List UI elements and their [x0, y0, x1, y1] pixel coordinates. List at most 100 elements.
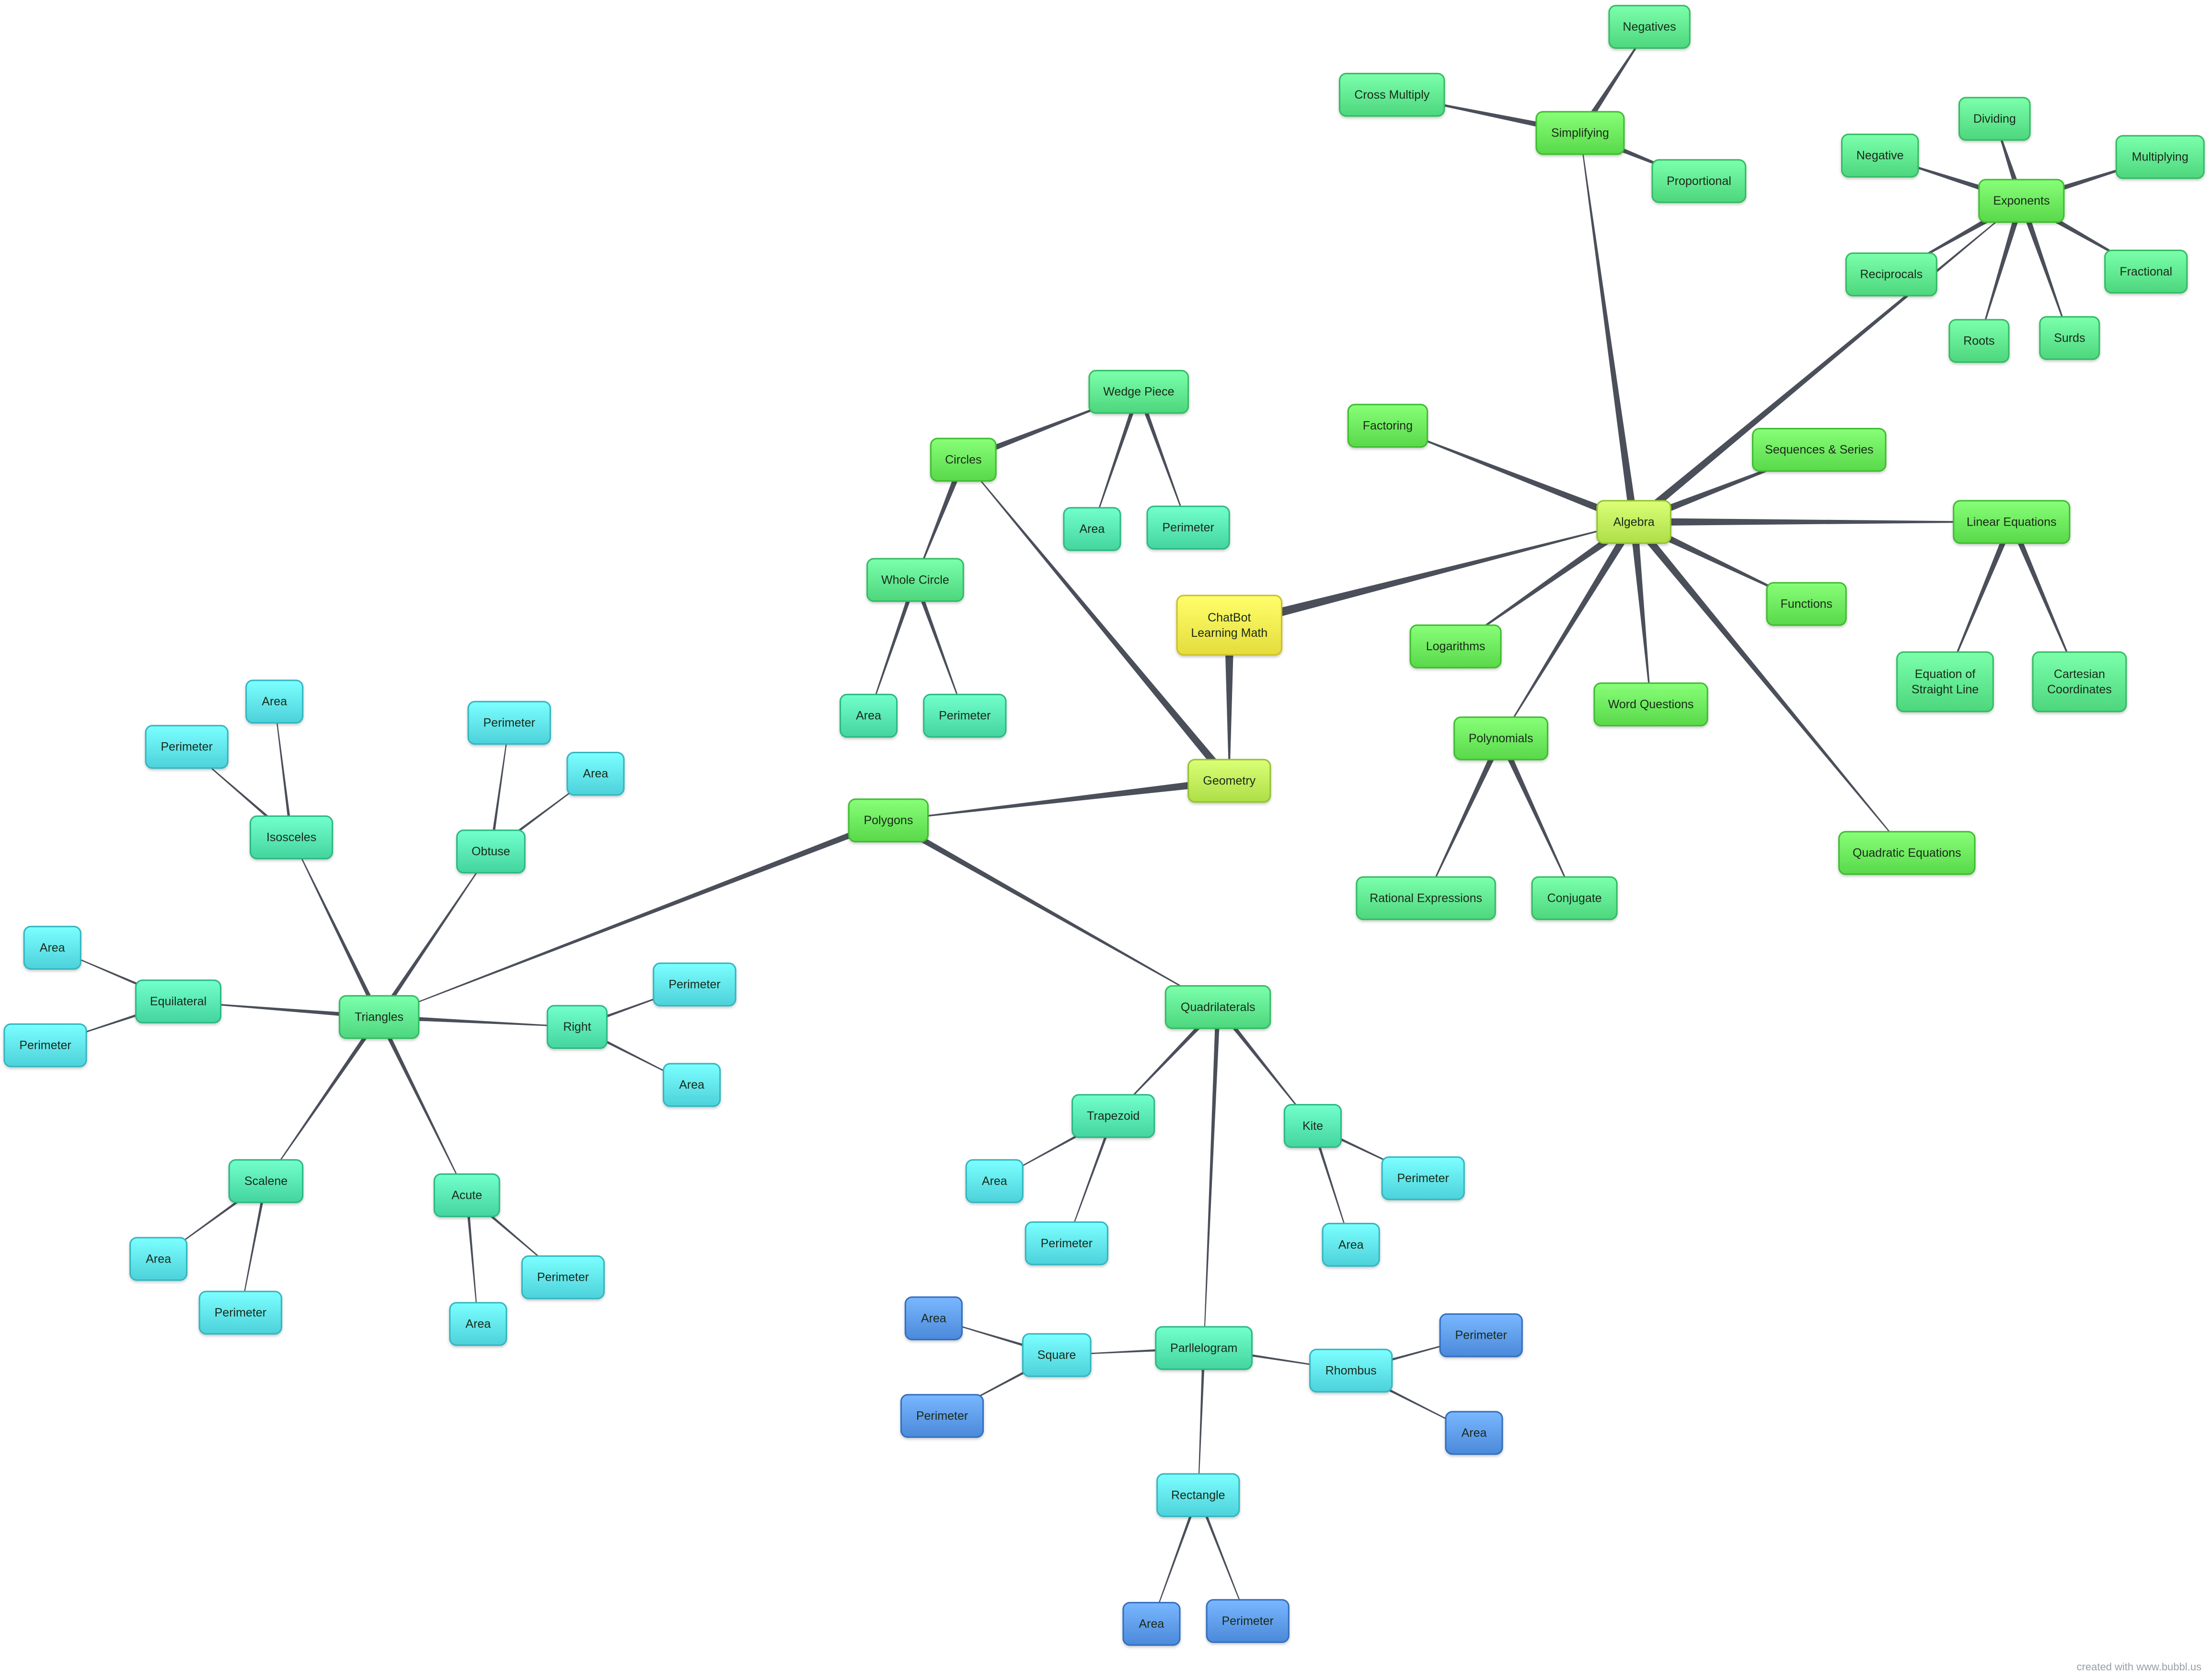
node-box[interactable] — [1651, 159, 1747, 203]
node-wordq[interactable]: Word Questions — [1593, 682, 1708, 726]
node-reciprocals[interactable]: Reciprocals — [1845, 252, 1937, 297]
node-box[interactable] — [1766, 582, 1847, 626]
node-rh-perim[interactable]: Perimeter — [1439, 1313, 1523, 1357]
node-box[interactable] — [1453, 716, 1548, 760]
node-box[interactable] — [904, 1296, 963, 1341]
node-kite-perim[interactable]: Perimeter — [1381, 1156, 1465, 1200]
node-box[interactable] — [1156, 1473, 1240, 1518]
node-right-area[interactable]: Area — [663, 1063, 721, 1107]
node-dividing[interactable]: Dividing — [1959, 97, 2031, 141]
node-rect-perim[interactable]: Perimeter — [1206, 1599, 1290, 1643]
node-box[interactable] — [1535, 111, 1625, 155]
node-box[interactable] — [848, 798, 929, 843]
node-whole[interactable]: Whole Circle — [866, 558, 964, 602]
node-right[interactable]: Right — [546, 1005, 608, 1049]
node-box[interactable] — [1088, 369, 1189, 414]
node-box[interactable] — [1896, 651, 1994, 713]
node-sq-area[interactable]: Area — [904, 1296, 963, 1341]
node-box[interactable] — [1841, 133, 1919, 178]
node-box[interactable] — [433, 1173, 500, 1218]
node-polynomials[interactable]: Polynomials — [1453, 716, 1548, 760]
node-sq-perim[interactable]: Perimeter — [900, 1394, 984, 1438]
node-box[interactable] — [1025, 1221, 1108, 1265]
node-right-perim[interactable]: Perimeter — [653, 962, 737, 1007]
node-logarithms[interactable]: Logarithms — [1409, 624, 1502, 668]
node-parallelogram[interactable]: Parllelogram — [1155, 1326, 1253, 1370]
node-box[interactable] — [1838, 831, 1976, 875]
node-box[interactable] — [135, 979, 221, 1024]
node-rect-area[interactable]: Area — [1122, 1602, 1181, 1646]
node-acute[interactable]: Acute — [433, 1173, 500, 1218]
node-box[interactable] — [1439, 1313, 1523, 1357]
node-box[interactable] — [1845, 252, 1937, 297]
node-box[interactable] — [1283, 1104, 1342, 1148]
node-trap-perim[interactable]: Perimeter — [1025, 1221, 1108, 1265]
node-square[interactable]: Square — [1022, 1333, 1092, 1377]
node-box[interactable] — [129, 1237, 188, 1281]
node-fractional[interactable]: Fractional — [2104, 250, 2188, 294]
node-whole-area[interactable]: Area — [840, 693, 898, 738]
node-obt-perim[interactable]: Perimeter — [467, 701, 551, 745]
node-box[interactable] — [1959, 97, 2031, 141]
node-box[interactable] — [1347, 403, 1429, 448]
node-box[interactable] — [2032, 651, 2127, 713]
node-isosceles[interactable]: Isosceles — [250, 815, 334, 860]
node-negative[interactable]: Negative — [1841, 133, 1919, 178]
node-box[interactable] — [245, 679, 304, 724]
node-box[interactable] — [250, 815, 334, 860]
node-box[interactable] — [3, 1023, 87, 1068]
node-trapezoid[interactable]: Trapezoid — [1071, 1094, 1155, 1138]
node-wedge-area[interactable]: Area — [1063, 507, 1121, 551]
node-box[interactable] — [965, 1159, 1024, 1203]
node-box[interactable] — [2104, 250, 2188, 294]
node-linear[interactable]: Linear Equations — [1953, 500, 2071, 544]
node-box[interactable] — [467, 701, 551, 745]
node-exponents[interactable]: Exponents — [1978, 179, 2065, 223]
node-box[interactable] — [1531, 876, 1618, 920]
node-box[interactable] — [1071, 1094, 1155, 1138]
node-simplifying[interactable]: Simplifying — [1535, 111, 1625, 155]
node-box[interactable] — [1322, 1223, 1380, 1267]
node-quadratic[interactable]: Quadratic Equations — [1838, 831, 1976, 875]
node-box[interactable] — [1445, 1411, 1503, 1455]
node-equ-perim[interactable]: Perimeter — [3, 1023, 87, 1068]
node-sca-area[interactable]: Area — [129, 1237, 188, 1281]
node-crossmultiply[interactable]: Cross Multiply — [1339, 73, 1445, 117]
node-box[interactable] — [866, 558, 964, 602]
node-multiplying[interactable]: Multiplying — [2115, 135, 2205, 179]
node-wedge[interactable]: Wedge Piece — [1088, 369, 1189, 414]
node-box[interactable] — [1978, 179, 2065, 223]
node-equ-area[interactable]: Area — [23, 926, 81, 970]
node-box[interactable] — [653, 962, 737, 1007]
node-box[interactable] — [1409, 624, 1502, 668]
node-rhombus[interactable]: Rhombus — [1309, 1348, 1393, 1393]
node-box[interactable] — [1176, 595, 1283, 656]
node-functions[interactable]: Functions — [1766, 582, 1847, 626]
node-box[interactable] — [566, 752, 625, 796]
node-box[interactable] — [1309, 1348, 1393, 1393]
node-box[interactable] — [1206, 1599, 1290, 1643]
node-box[interactable] — [1593, 682, 1708, 726]
node-negatives[interactable]: Negatives — [1608, 5, 1691, 49]
node-iso-perim[interactable]: Perimeter — [145, 724, 229, 769]
node-box[interactable] — [1948, 319, 2010, 363]
node-sequences[interactable]: Sequences & Series — [1752, 428, 1887, 472]
node-acu-perim[interactable]: Perimeter — [521, 1255, 605, 1300]
node-box[interactable] — [900, 1394, 984, 1438]
node-scalene[interactable]: Scalene — [228, 1159, 304, 1203]
node-box[interactable] — [546, 1005, 608, 1049]
node-algebra[interactable]: Algebra — [1596, 500, 1671, 544]
node-box[interactable] — [663, 1063, 721, 1107]
node-box[interactable] — [228, 1159, 304, 1203]
node-box[interactable] — [2039, 316, 2100, 360]
node-box[interactable] — [1022, 1333, 1092, 1377]
node-box[interactable] — [1122, 1602, 1181, 1646]
node-sca-perim[interactable]: Perimeter — [198, 1290, 282, 1335]
node-box[interactable] — [23, 926, 81, 970]
footer-credit[interactable]: created with www.bubbl.us — [2076, 1661, 2201, 1673]
node-box[interactable] — [1164, 985, 1271, 1029]
node-rh-area[interactable]: Area — [1445, 1411, 1503, 1455]
node-kite[interactable]: Kite — [1283, 1104, 1342, 1148]
node-rectangle[interactable]: Rectangle — [1156, 1473, 1240, 1518]
